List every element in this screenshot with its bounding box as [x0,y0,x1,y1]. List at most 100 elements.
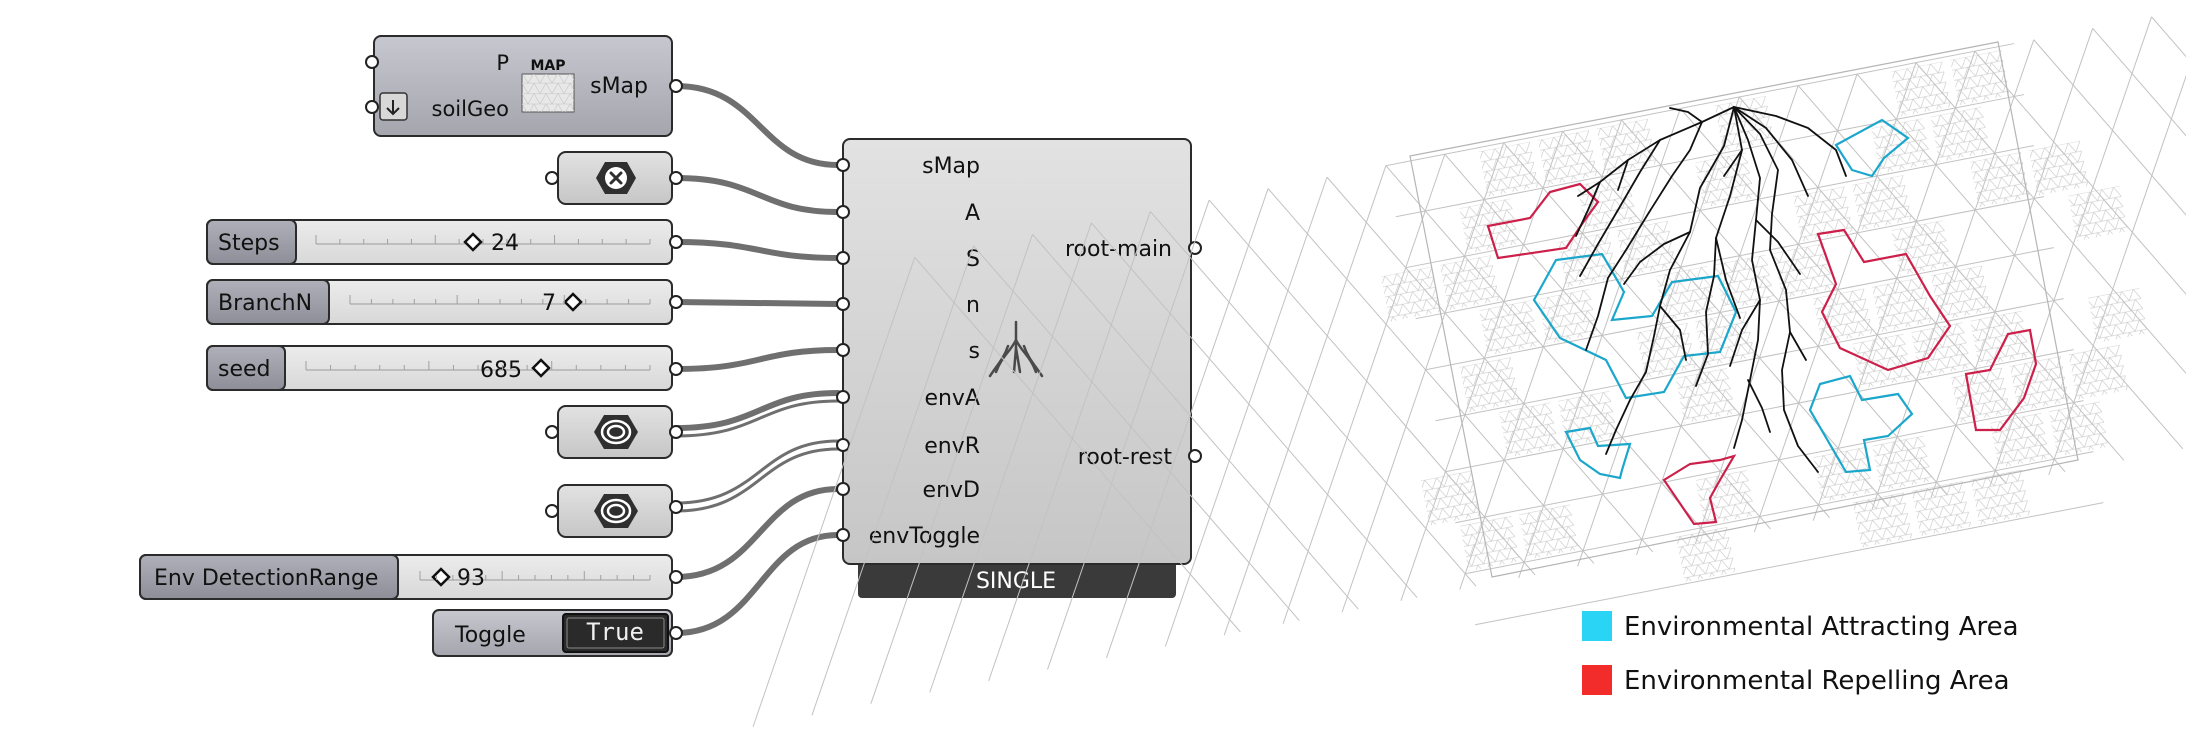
fine-triangle-patch [1557,232,1618,288]
input-grip-envr[interactable] [836,438,850,452]
fine-triangle-patch [1459,357,1520,413]
slider-handle-diamond[interactable] [463,232,483,252]
fine-triangle-patch [1813,447,1874,503]
input-label-enva: envA [924,386,980,411]
fine-triangle-patch [1950,50,2010,106]
fine-triangle-patch [1479,300,1540,356]
fine-triangle-patch [1459,515,1520,571]
grid-line [1385,165,1713,541]
slider-handle-diamond[interactable] [531,358,551,378]
grid-line [1405,145,2035,269]
fine-triangle-patch [1871,118,1932,174]
input-grip-smap[interactable] [836,158,850,172]
input-label-n: n [966,293,980,318]
fine-triangle-patch [1655,266,1716,322]
grid-line [2048,5,2186,476]
fine-triangle-patch [1990,412,2050,468]
fine-triangle-patch [1714,254,1775,310]
fine-triangle-patch [1911,322,1972,378]
attracting-areas [1532,118,1914,480]
slider-name: seed [218,357,271,382]
toggle-value-box[interactable] [562,613,669,653]
slider-handle-diamond[interactable] [431,567,451,587]
slider-steps[interactable]: Steps 24 [206,219,683,265]
slider-env-detection-range[interactable]: Env DetectionRange 93 [139,554,683,600]
param-a-component[interactable] [545,151,683,205]
output-label-root-rest: root-rest [1078,445,1173,470]
fine-triangle-patch [2048,401,2109,457]
input-grip-envtoggle[interactable] [836,528,850,542]
legend-label: Environmental Repelling Area [1624,666,2010,696]
input-grip-p[interactable] [365,55,379,69]
attracting-area [1834,118,1910,178]
fine-triangle-patch [1911,481,1972,537]
repelling-area [1816,228,1952,372]
boolean-toggle[interactable]: Toggle True [432,609,683,657]
grid-line [811,245,975,716]
output-label-root-main: root-main [1065,237,1172,262]
mode-label: SINGLE [976,569,1056,594]
input-label-smap: sMap [922,154,980,179]
legend-item-attracting: Environmental Attracting Area [1582,611,2019,642]
grid-line [1032,234,1359,610]
input-grip-soilgeo[interactable] [365,100,379,114]
repelling-areas [1486,182,2038,526]
output-grip[interactable] [669,171,683,185]
grid-line [2092,27,2186,404]
grid-line [1395,94,2025,218]
soil-map-component[interactable]: P soilGeo MAP sMap [365,35,683,137]
output-label-smap: sMap [590,74,648,99]
input-grip[interactable] [545,171,559,185]
fine-triangle-patch [1538,289,1598,345]
fine-triangle-patch [2088,288,2148,344]
wire-envA-1 [673,390,841,431]
output-grip[interactable] [669,626,683,640]
fine-triangle-patch [1930,106,1991,162]
fine-triangle-patch [1675,368,1736,424]
output-grip[interactable] [669,235,683,249]
input-grip-s[interactable] [836,251,850,265]
output-grip-root-rest[interactable] [1188,449,1202,463]
attracting-area [1532,252,1738,400]
slider-value: 93 [457,566,485,591]
grid-line [929,222,1092,693]
input-grip-s[interactable] [836,343,850,357]
param-env-repel[interactable] [545,484,683,538]
input-grip-envd[interactable] [836,482,850,496]
grid-line [1425,247,2054,371]
input-grip-enva[interactable] [836,390,850,404]
grid-line [1091,222,1418,598]
input-grip[interactable] [545,504,559,518]
output-grip[interactable] [669,425,683,439]
fine-triangle-patch [1616,220,1677,276]
wire-envR-2 [674,447,840,513]
fine-triangle-patch [1478,141,1539,197]
grid-line [1047,199,1210,670]
output-grip[interactable] [669,500,683,514]
input-grip[interactable] [545,425,559,439]
grid-line [1415,196,2044,320]
output-grip-smap[interactable] [669,79,683,93]
wire-envD [673,486,841,580]
soil-map-icon: MAP [521,58,575,113]
fine-triangle-patch [1420,470,1481,526]
output-grip[interactable] [669,362,683,376]
output-grip[interactable] [669,295,683,309]
fine-triangle-patch [1557,391,1618,447]
slider-branchn[interactable]: BranchN 7 [206,279,683,325]
repelling-area [1662,454,1737,526]
slider-handle-diamond[interactable] [563,292,583,312]
input-grip-a[interactable] [836,205,850,219]
fine-triangle-patch [1694,152,1755,208]
param-env-attract[interactable] [545,405,683,459]
input-grip-n[interactable] [836,297,850,311]
fine-triangle-patch [1852,492,1913,548]
slider-seed[interactable]: seed 685 [206,345,683,391]
repelling-area [1964,328,2038,432]
fine-triangle-patch [2068,186,2129,242]
output-grip[interactable] [669,570,683,584]
fine-triangle-patch [1950,367,2011,423]
